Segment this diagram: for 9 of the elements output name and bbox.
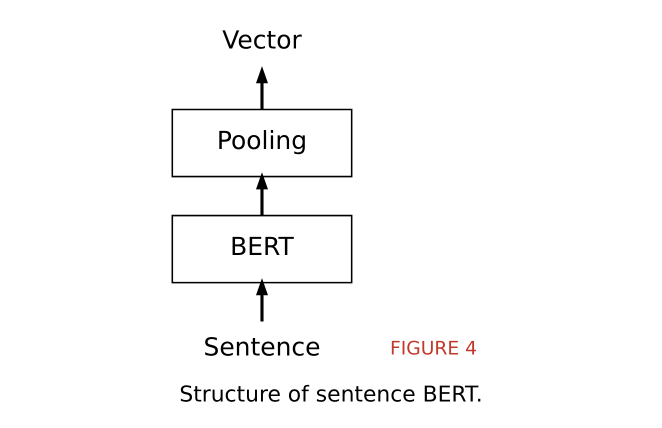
arrow bbox=[256, 278, 268, 322]
node-box: Pooling bbox=[172, 108, 352, 178]
node-text: Sentence bbox=[204, 332, 320, 362]
arrow bbox=[256, 172, 268, 216]
node-text: Vector bbox=[222, 25, 302, 54]
arrow bbox=[256, 66, 268, 110]
label: FIGURE 4 bbox=[390, 338, 478, 360]
caption: Structure of sentence BERT. bbox=[179, 382, 483, 408]
node-box: BERT bbox=[172, 214, 352, 284]
